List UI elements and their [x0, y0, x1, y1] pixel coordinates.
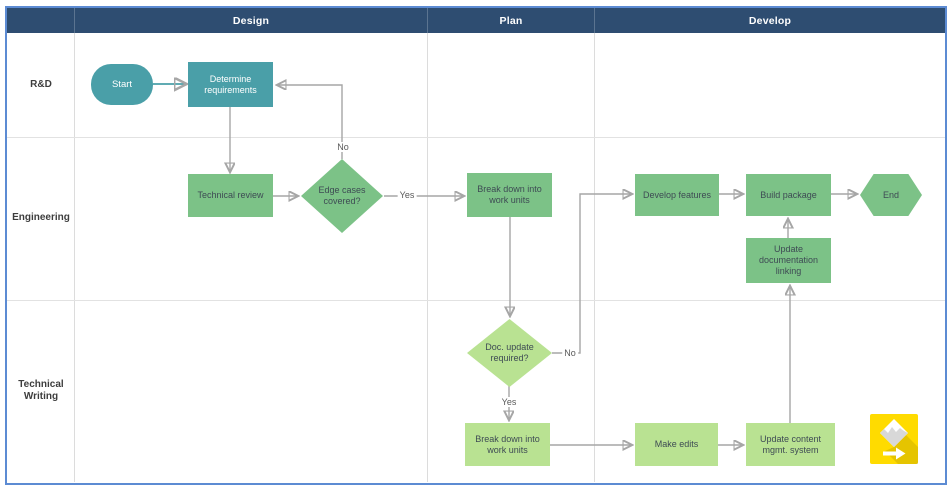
grid-line-design-plan: [427, 33, 428, 482]
logo-diamond-jagged-edge: [880, 427, 908, 447]
grid-line-plan-develop: [594, 33, 595, 482]
logo-shadow: [885, 435, 918, 464]
lane-label-technical-writing: Technical Writing: [18, 378, 64, 403]
header-column-design: Design: [74, 8, 427, 33]
node-update-content-mgmt-system[interactable]: Update content mgmt. system: [746, 423, 835, 466]
node-update-documentation-linking[interactable]: Update documentation linking: [746, 238, 831, 283]
connector-docupdate-no-to-develop: [552, 194, 631, 354]
node-determine-requirements[interactable]: Determine requirements: [188, 62, 273, 107]
lane-label-rnd: R&D: [30, 78, 52, 90]
edge-label-no-loop: No: [335, 142, 351, 152]
edge-label-yes-main: Yes: [397, 190, 417, 200]
diagram-app-logo[interactable]: [870, 414, 918, 464]
node-develop-features[interactable]: Develop features: [635, 174, 719, 216]
node-edge-cases-decision[interactable]: Edge cases covered?: [301, 159, 383, 233]
grid-line-engineering-techwriting: [7, 300, 945, 301]
node-doc-update-decision[interactable]: Doc. update required?: [467, 319, 552, 387]
logo-arrow-icon: [883, 447, 906, 460]
header-column-plan: Plan: [427, 8, 594, 33]
grid-line-rnd-engineering: [7, 137, 945, 138]
node-end[interactable]: End: [860, 174, 922, 216]
header-column-develop: Develop: [594, 8, 945, 33]
edge-label-no-doc: No: [562, 348, 578, 358]
edge-label-yes-doc: Yes: [499, 397, 519, 407]
node-start[interactable]: Start: [91, 64, 153, 105]
header-corner-cell: [7, 8, 74, 33]
lane-label-engineering: Engineering: [12, 212, 70, 224]
header-label-develop: Develop: [748, 14, 792, 27]
node-make-edits[interactable]: Make edits: [635, 423, 718, 466]
node-build-package[interactable]: Build package: [746, 174, 831, 216]
header-label-design: Design: [232, 14, 270, 27]
node-technical-review[interactable]: Technical review: [188, 174, 273, 217]
connector-edgecases-no-loop: [278, 85, 343, 159]
grid-line-label-column: [74, 33, 75, 482]
node-break-down-work-units-tw[interactable]: Break down into work units: [465, 423, 550, 466]
node-break-down-work-units-plan[interactable]: Break down into work units: [467, 173, 552, 217]
header-label-plan: Plan: [499, 14, 523, 27]
